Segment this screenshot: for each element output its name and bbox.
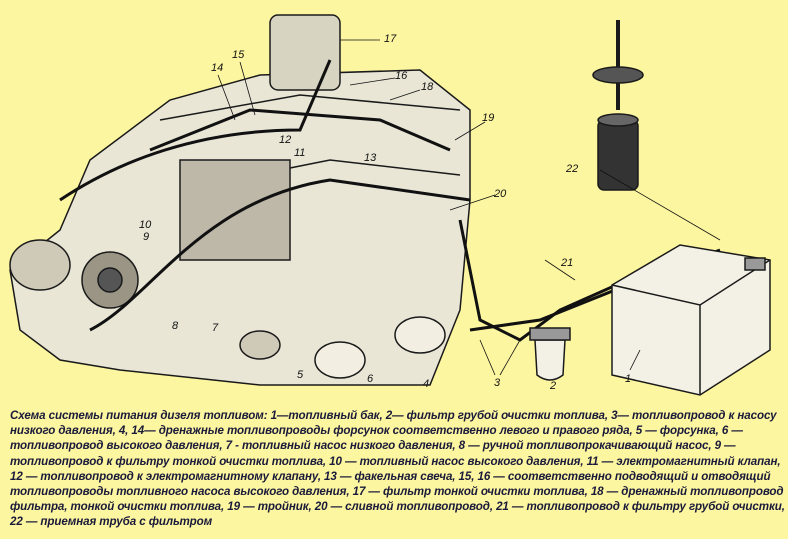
intake-pipe-with-filter (592, 20, 644, 191)
label-1: 1 (625, 373, 631, 385)
figure-caption: Схема системы питания дизеля топливом: 1… (10, 409, 785, 529)
label-21: 21 (560, 257, 573, 269)
part-number-labels: 17 15 14 16 18 19 12 11 13 20 22 10 9 21… (139, 33, 631, 392)
label-8: 8 (172, 320, 179, 332)
label-19: 19 (482, 112, 494, 124)
label-11: 11 (294, 147, 305, 159)
label-12: 12 (279, 134, 291, 146)
label-13: 13 (364, 152, 377, 164)
label-22: 22 (565, 163, 578, 175)
label-2: 2 (549, 380, 556, 392)
label-7: 7 (212, 322, 219, 334)
label-20: 20 (493, 188, 507, 200)
label-4: 4 (423, 378, 429, 390)
label-14: 14 (211, 62, 223, 74)
fuel-system-diagram: 17 15 14 16 18 19 12 11 13 20 22 10 9 21… (9, 14, 771, 396)
label-9: 9 (143, 231, 149, 243)
label-16: 16 (395, 70, 408, 82)
label-17: 17 (384, 33, 397, 45)
label-5: 5 (297, 369, 304, 381)
label-18: 18 (421, 81, 434, 93)
fuel-tank (611, 244, 771, 396)
label-10: 10 (139, 219, 152, 231)
label-3: 3 (494, 377, 501, 389)
label-6: 6 (367, 373, 374, 385)
label-15: 15 (232, 49, 245, 61)
leader-lines (217, 39, 721, 376)
coarse-filter (529, 327, 571, 381)
